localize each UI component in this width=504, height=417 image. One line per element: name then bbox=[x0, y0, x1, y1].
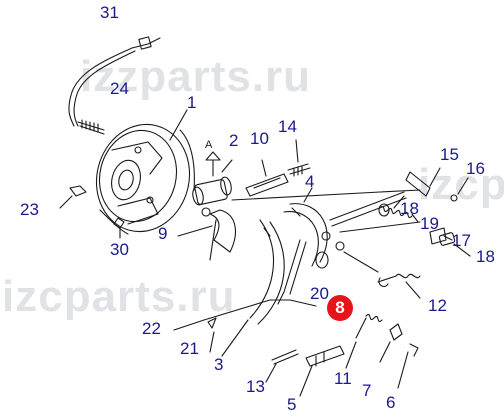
watermark-top: izzparts.ru bbox=[80, 52, 312, 101]
part-17 bbox=[429, 227, 453, 245]
part-7 bbox=[379, 323, 403, 363]
callout-4: 4 bbox=[305, 172, 315, 191]
callout-13: 13 bbox=[246, 377, 265, 396]
callout-11: 11 bbox=[334, 369, 352, 388]
clip-23 bbox=[59, 185, 87, 209]
bolt-24 bbox=[77, 119, 105, 135]
spring-11 bbox=[345, 314, 383, 369]
callout-23: 23 bbox=[20, 200, 39, 219]
callout-17: 17 bbox=[452, 231, 471, 250]
adjuster-10 bbox=[245, 159, 289, 197]
callout-2: 2 bbox=[229, 131, 239, 150]
part-30 bbox=[113, 217, 125, 239]
callout-19: 19 bbox=[420, 214, 439, 233]
callout-12: 12 bbox=[428, 296, 447, 315]
spring-8 bbox=[289, 251, 379, 307]
part-6 bbox=[397, 343, 419, 389]
view-marker-a: A bbox=[205, 139, 213, 151]
callout-8-highlight: 8 bbox=[327, 295, 353, 321]
callout-14: 14 bbox=[278, 117, 297, 136]
callout-6: 6 bbox=[386, 393, 396, 412]
callout-1: 1 bbox=[187, 93, 197, 112]
part-5 bbox=[299, 345, 345, 397]
callout-22: 22 bbox=[142, 319, 161, 338]
brake-shoe-9 bbox=[177, 209, 236, 261]
callout-15: 15 bbox=[440, 145, 459, 164]
callout-18a: 18 bbox=[400, 199, 419, 218]
back-plate-1 bbox=[95, 123, 195, 235]
watermark-bottom: izcparts.ru bbox=[2, 272, 236, 321]
callout-10: 10 bbox=[250, 129, 269, 148]
callout-20: 20 bbox=[310, 284, 329, 303]
brake-shoe-3 bbox=[221, 219, 285, 357]
callout-3: 3 bbox=[214, 355, 224, 374]
callout-16: 16 bbox=[466, 159, 485, 178]
cable-31 bbox=[68, 36, 161, 127]
rod-18a bbox=[329, 191, 407, 227]
watermark-right: izcp bbox=[418, 160, 504, 209]
callout-24: 24 bbox=[110, 79, 129, 98]
part-15 bbox=[405, 167, 441, 197]
spring-19 bbox=[378, 203, 419, 223]
part-16 bbox=[450, 177, 469, 202]
callout-31: 31 bbox=[100, 3, 119, 22]
part-18b bbox=[438, 232, 471, 257]
callout-9: 9 bbox=[158, 224, 168, 243]
spring-12 bbox=[377, 273, 421, 299]
callout-7: 7 bbox=[362, 381, 372, 400]
callout-30: 30 bbox=[110, 240, 129, 259]
callout-21: 21 bbox=[180, 339, 199, 358]
callout-5: 5 bbox=[287, 395, 297, 414]
pin-14 bbox=[287, 139, 311, 177]
wheel-cylinder-2 bbox=[192, 151, 233, 217]
part-13 bbox=[265, 349, 299, 383]
callout-18b: 18 bbox=[476, 247, 495, 266]
brake-shoe-4 bbox=[283, 187, 328, 267]
